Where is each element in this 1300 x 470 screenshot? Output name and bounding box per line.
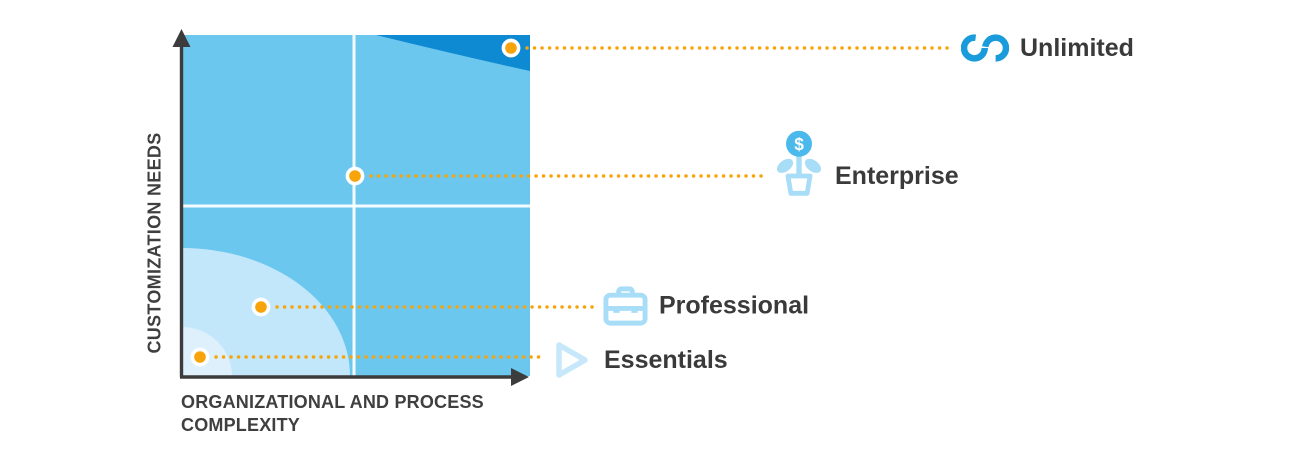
edition-label-text: Unlimited: [1020, 33, 1134, 62]
data-points-layer: [190, 38, 952, 367]
money-plant-icon: $: [776, 130, 822, 196]
data-point-essentials: [190, 347, 210, 367]
x-axis-label: ORGANIZATIONAL AND PROCESS COMPLEXITY: [181, 391, 484, 437]
data-point-professional: [251, 297, 271, 317]
edition-label-enterprise: $ Enterprise: [774, 130, 959, 211]
data-point-enterprise: [345, 166, 365, 186]
dollar-coin-icon: [786, 130, 812, 157]
infinity-icon: [961, 34, 1009, 62]
edition-label-text: Professional: [659, 291, 810, 320]
edition-label-text: Enterprise: [835, 161, 959, 190]
dollar-sign: $: [794, 134, 804, 154]
data-point-unlimited: [501, 38, 521, 58]
edition-label-essentials: Essentials: [549, 337, 728, 383]
top-tier-region: [376, 35, 530, 71]
play-triangle-icon: [556, 342, 588, 378]
x-axis-label-line1: ORGANIZATIONAL AND PROCESS: [181, 392, 484, 412]
axes: [172, 29, 529, 386]
x-axis-arrowhead-icon: [511, 368, 529, 386]
y-axis-arrowhead-icon: [172, 29, 191, 47]
edition-label-text: Essentials: [604, 345, 728, 374]
edition-label-professional: Professional: [603, 284, 809, 329]
edition-label-unlimited: Unlimited: [961, 31, 1134, 65]
briefcase-icon: [603, 286, 648, 326]
y-axis-label: CUSTOMIZATION NEEDS: [144, 132, 165, 354]
plant-pot-icon: [785, 173, 813, 196]
x-axis-label-line2: COMPLEXITY: [181, 415, 301, 435]
